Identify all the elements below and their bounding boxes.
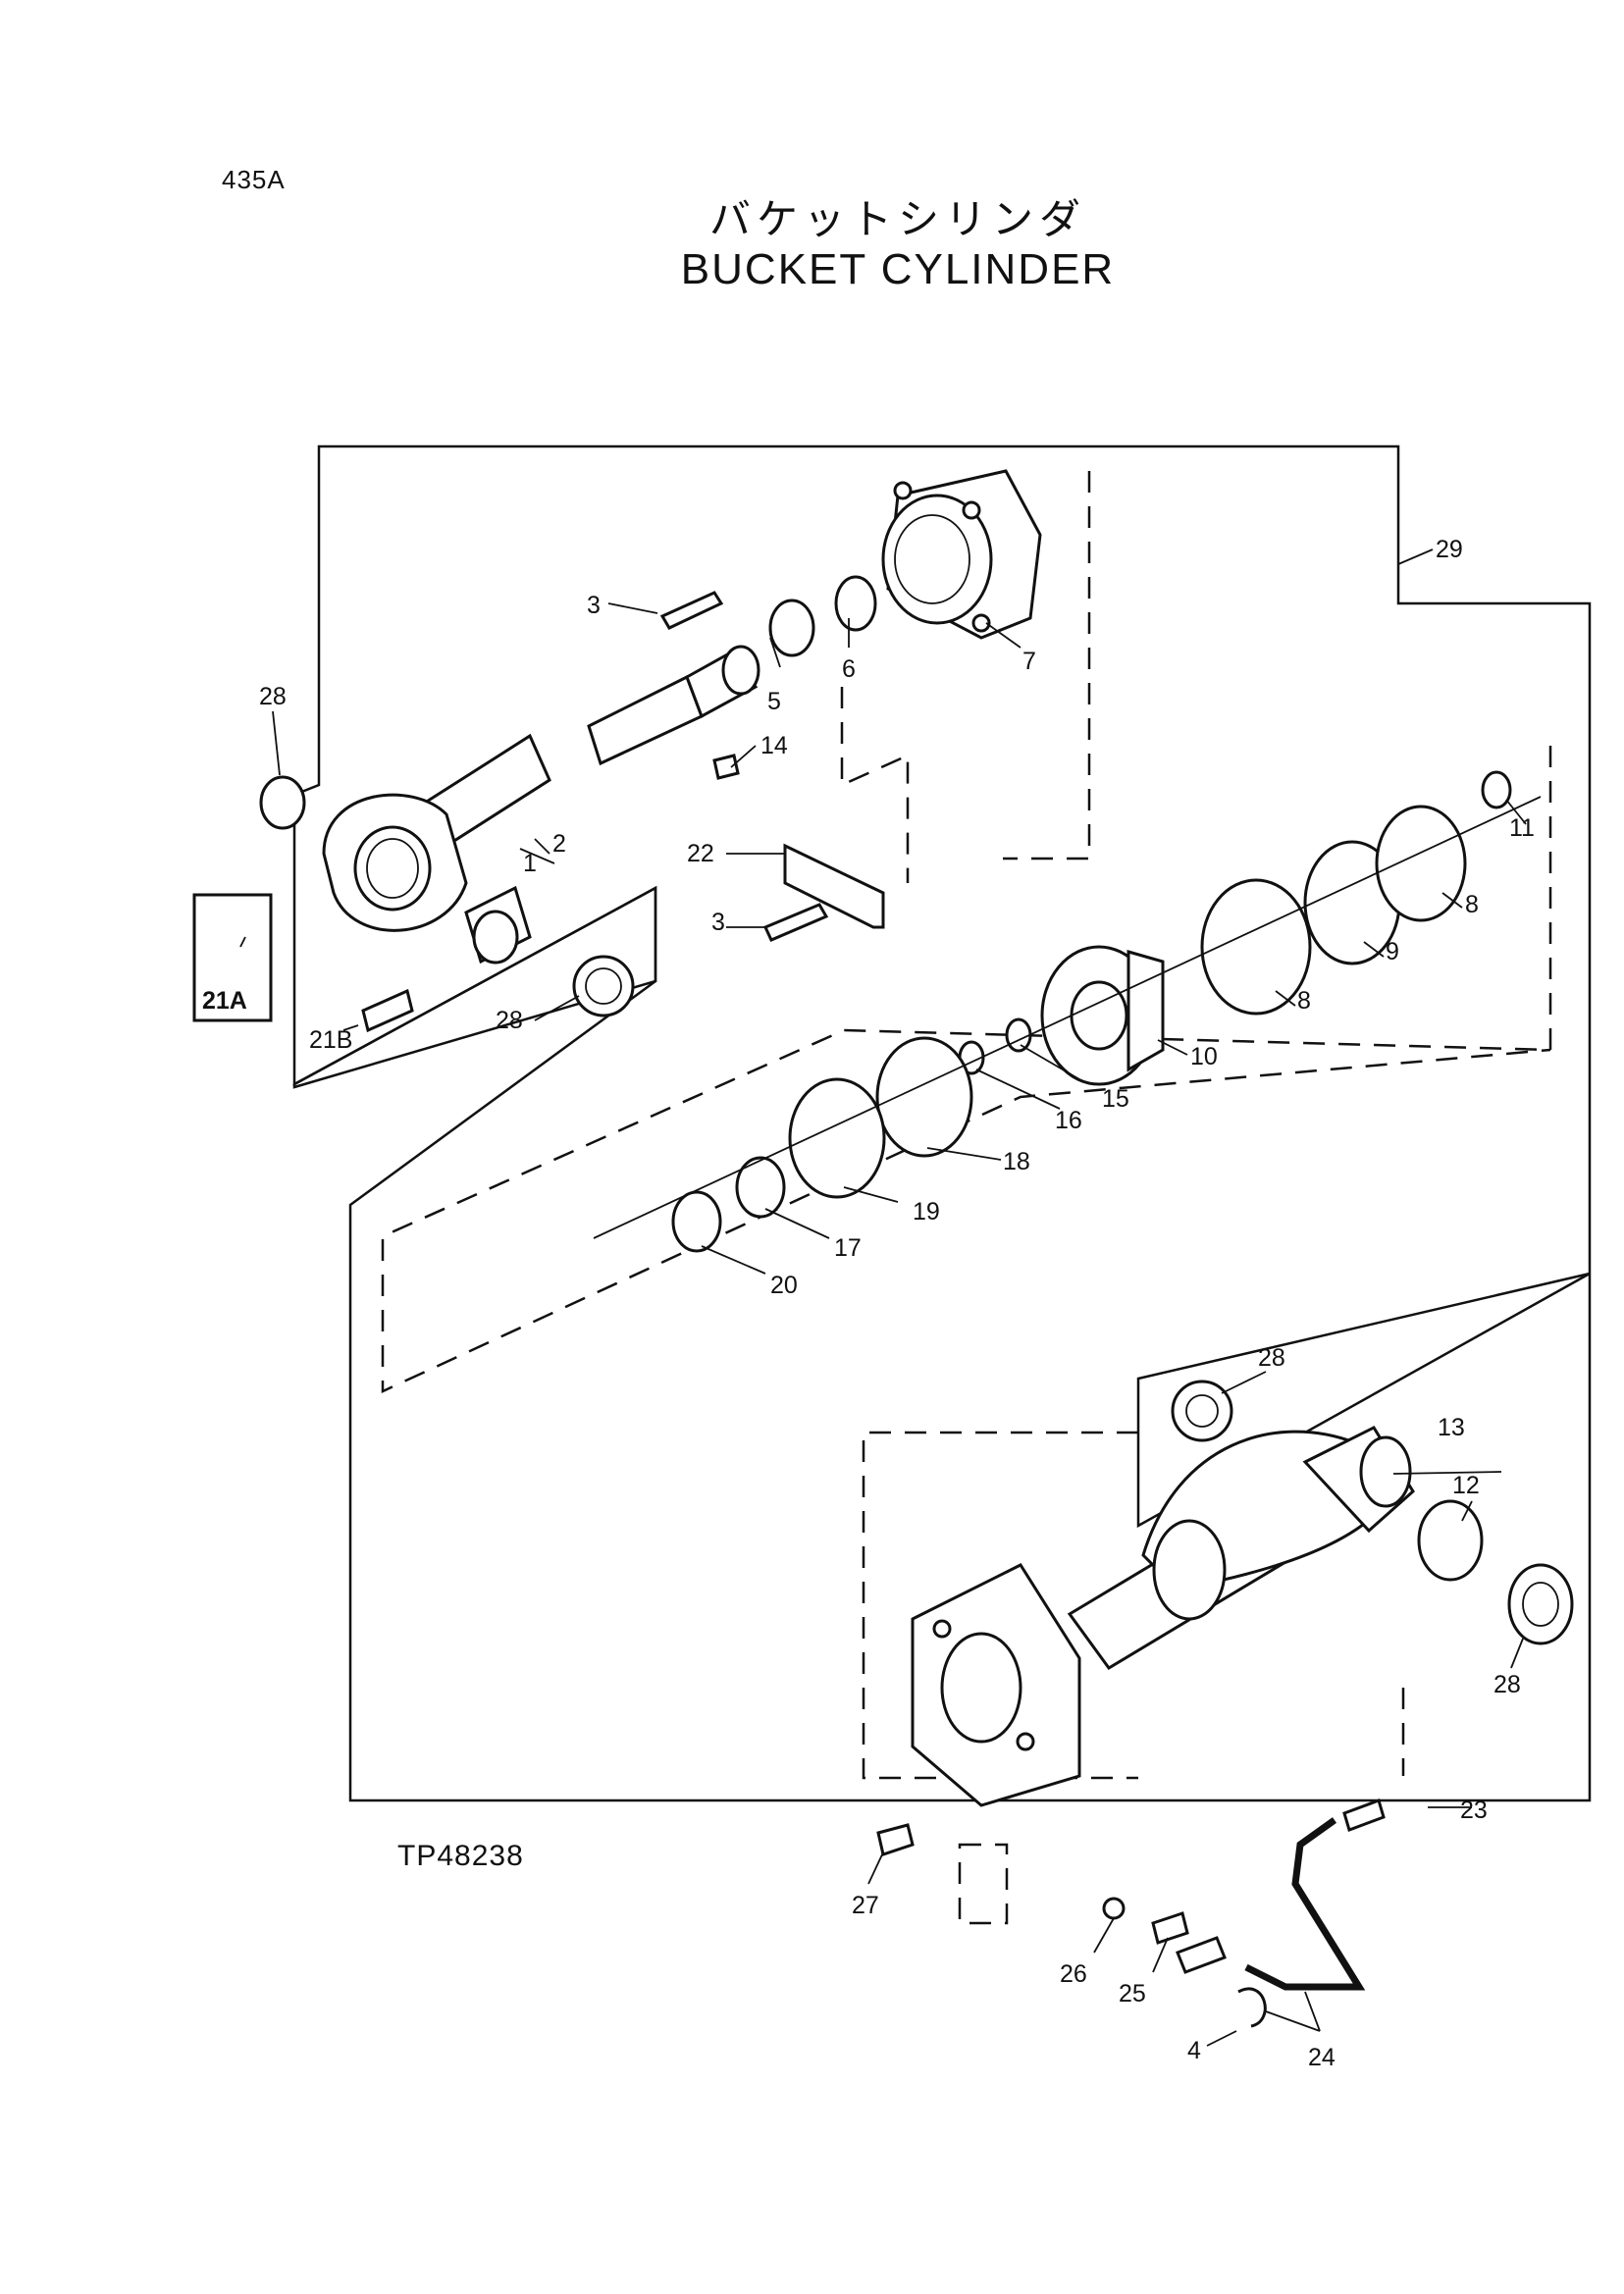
callout-22: 22 <box>687 840 714 867</box>
drawing-number: TP48238 <box>397 1840 524 1872</box>
callout-3-top: 3 <box>587 592 601 619</box>
callout-28-top: 28 <box>259 683 287 710</box>
callout-13: 13 <box>1438 1414 1465 1441</box>
callout-29: 29 <box>1436 536 1463 563</box>
callout-14: 14 <box>760 732 788 759</box>
kit-outline <box>292 444 1592 1802</box>
plug-26 <box>1102 1897 1126 1920</box>
callout-28-left: 28 <box>496 1007 523 1034</box>
head-seals <box>768 575 877 657</box>
callout-11: 11 <box>1509 814 1535 842</box>
callout-8-right: 8 <box>1465 891 1479 918</box>
callout-6: 6 <box>842 655 856 683</box>
callout-12: 12 <box>1452 1472 1480 1499</box>
callout-9: 9 <box>1386 938 1399 965</box>
seal-19 <box>788 1077 886 1199</box>
diagram-title-japanese: バケットシリンダ <box>708 195 1086 243</box>
callout-26: 26 <box>1060 1960 1087 1988</box>
nut-11 <box>1481 770 1512 809</box>
callout-4: 4 <box>1187 2037 1201 2064</box>
tube-eye-box <box>1136 1272 1591 1529</box>
callout-15: 15 <box>1102 1085 1129 1113</box>
callout-27: 27 <box>852 1892 879 1919</box>
head-bolt-b <box>762 903 829 942</box>
callout-16: 16 <box>1055 1107 1082 1134</box>
head-bolt <box>659 591 724 630</box>
callout-20: 20 <box>770 1272 798 1299</box>
page-number: 435A <box>222 165 286 194</box>
fitting-25 <box>1151 1911 1189 1945</box>
elbow-27 <box>876 1823 915 1856</box>
key <box>712 754 740 780</box>
tube-flange <box>911 1563 1081 1807</box>
callout-19: 19 <box>913 1198 940 1225</box>
cylinder-head <box>881 469 1042 640</box>
callout-17: 17 <box>834 1234 862 1262</box>
callout-18: 18 <box>1003 1148 1030 1175</box>
bushing-20 <box>671 1190 722 1253</box>
seal-ring-8b <box>1375 805 1467 922</box>
callout-23: 23 <box>1460 1797 1488 1824</box>
cylinder-tube <box>1067 1380 1574 1670</box>
callout-21a: 21A <box>202 987 247 1015</box>
seal-ring-8a <box>1200 878 1312 1016</box>
rod-eye-bushing <box>259 775 635 1017</box>
rod-eye-box <box>292 885 657 1089</box>
grease-fittings <box>192 893 414 1033</box>
seal-17 <box>735 1156 786 1219</box>
seal-18 <box>875 1036 973 1158</box>
callout-leaders <box>239 548 1527 2047</box>
rod-group-outline <box>1003 471 1091 860</box>
callout-3-mid: 3 <box>711 909 725 936</box>
diagram-title: BUCKET CYLINDER <box>680 245 1116 293</box>
rod-group-outline-inner <box>840 687 910 883</box>
callout-2: 2 <box>552 830 566 858</box>
callout-10: 10 <box>1190 1043 1218 1070</box>
o-ring-15 <box>1005 1017 1032 1053</box>
callout-5: 5 <box>767 688 781 715</box>
rod-eye <box>322 793 468 932</box>
hydraulic-pipe <box>1176 1799 1386 2028</box>
callout-28-tube-right: 28 <box>1493 1671 1521 1698</box>
callout-21b: 21B <box>309 1026 352 1054</box>
callout-7: 7 <box>1022 648 1036 675</box>
callout-25: 25 <box>1119 1980 1146 2007</box>
callout-8-left: 8 <box>1297 987 1311 1015</box>
piston <box>1040 945 1165 1086</box>
piston-group-outline <box>381 746 1552 1393</box>
port-block <box>958 1843 1009 1925</box>
lock-plate <box>783 843 885 929</box>
callout-28-tube-top: 28 <box>1258 1344 1285 1372</box>
callout-24: 24 <box>1308 2044 1336 2071</box>
piston-rod <box>419 645 760 849</box>
callout-1: 1 <box>523 850 537 877</box>
